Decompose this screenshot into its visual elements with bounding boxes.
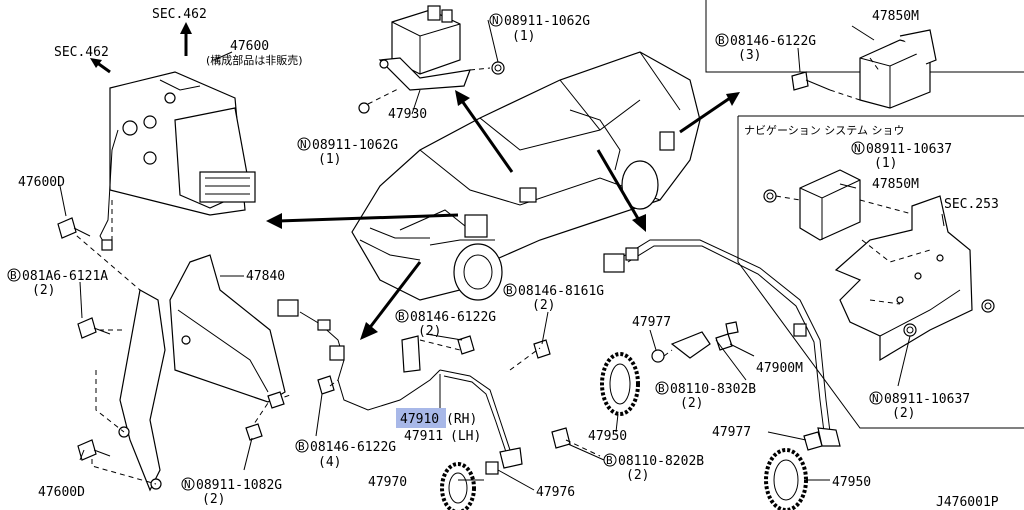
- svg-text:08911-1082G: 08911-1082G: [196, 478, 282, 493]
- svg-text:B: B: [718, 34, 725, 47]
- label-b08146-8161G: B 08146-8161G (2): [503, 283, 604, 313]
- label-47850M-top: 47850M: [872, 9, 919, 24]
- svg-text:B: B: [298, 440, 305, 453]
- label-47930: 47930: [388, 107, 427, 122]
- svg-text:(4): (4): [318, 455, 341, 470]
- label-n08911-1062G-top: N 08911-1062G (1): [489, 13, 590, 44]
- svg-text:08911-10637: 08911-10637: [884, 392, 970, 407]
- svg-text:(RH): (RH): [446, 412, 477, 427]
- label-47900M: 47900M: [756, 361, 803, 376]
- highlight-47910: [396, 408, 446, 428]
- svg-text:N: N: [300, 138, 307, 151]
- control-unit-47850M-top: [791, 29, 937, 109]
- svg-text:(2): (2): [202, 492, 225, 507]
- svg-text:(1): (1): [512, 29, 535, 44]
- svg-text:N: N: [492, 14, 499, 27]
- harness-47900M: [603, 239, 841, 447]
- label-sec253: SEC.253: [944, 197, 999, 212]
- tone-ring-47950-mid: [600, 352, 640, 416]
- label-b08146-6122G-top: B 08146-6122G (3): [715, 33, 816, 63]
- label-n08911-10637-bot: N 08911-10637 (2): [869, 391, 970, 421]
- label-47976: 47976: [536, 485, 575, 500]
- label-47950-mid: 47950: [588, 429, 627, 444]
- svg-text:47910: 47910: [400, 412, 439, 427]
- label-47600-note: (構成部品は非販売): [206, 53, 303, 67]
- svg-text:(2): (2): [626, 468, 649, 483]
- label-47950-bot: 47950: [832, 475, 871, 490]
- svg-text:081A6-6121A: 081A6-6121A: [22, 269, 108, 284]
- svg-text:B: B: [10, 269, 17, 282]
- label-47840: 47840: [246, 269, 285, 284]
- label-b08146-6122G-low: B 08146-6122G (4): [295, 439, 396, 470]
- svg-text:(3): (3): [738, 48, 761, 63]
- navi-unit-47850M: [763, 169, 995, 362]
- svg-text:(1): (1): [874, 156, 897, 171]
- label-47977-top: 47977: [632, 315, 671, 330]
- diagram-code: J476001P: [936, 495, 999, 510]
- svg-text:N: N: [184, 478, 191, 491]
- label-n08911-1062G-mid: N 08911-1062G (1): [297, 137, 398, 167]
- label-sec462-top: SEC.462: [152, 7, 207, 22]
- svg-text:08110-8302B: 08110-8302B: [670, 382, 756, 397]
- vehicle-outline: [351, 51, 701, 301]
- svg-text:N: N: [854, 142, 861, 155]
- label-47600D-bottom: 47600D: [38, 485, 85, 500]
- svg-text:08911-1062G: 08911-1062G: [504, 14, 590, 29]
- label-sec462-left: SEC.462: [54, 45, 109, 60]
- label-47910: 47910 (RH): [400, 412, 477, 427]
- tone-ring-47970: [440, 462, 476, 510]
- svg-text:B: B: [506, 284, 513, 297]
- svg-text:B: B: [658, 382, 665, 395]
- svg-text:N: N: [872, 392, 879, 405]
- bracket-47840: [118, 254, 286, 492]
- svg-text:08911-10637: 08911-10637: [866, 142, 952, 157]
- svg-text:08146-6122G: 08146-6122G: [310, 440, 396, 455]
- svg-text:(2): (2): [892, 406, 915, 421]
- label-47850M-mid: 47850M: [872, 177, 919, 192]
- label-b08110-8302B: B 08110-8302B (2): [655, 381, 756, 411]
- svg-text:(2): (2): [32, 283, 55, 298]
- svg-text:08110-8202B: 08110-8202B: [618, 454, 704, 469]
- svg-text:B: B: [606, 454, 613, 467]
- label-47911: 47911 (LH): [404, 429, 481, 444]
- rear-sensor: [651, 321, 823, 451]
- navi-section-title: ナビゲーション システム ショウ: [744, 124, 904, 137]
- direction-arrows: [90, 22, 740, 340]
- label-n08911-1082G: N 08911-1082G (2): [181, 477, 282, 507]
- svg-text:(2): (2): [680, 396, 703, 411]
- leader-lines: [59, 19, 945, 491]
- svg-text:08146-8161G: 08146-8161G: [518, 284, 604, 299]
- relay-47930: [358, 5, 505, 114]
- label-47600: 47600: [230, 39, 269, 54]
- svg-text:47911: 47911: [404, 429, 443, 444]
- tone-ring-47950-bot: [764, 448, 808, 510]
- label-b08146-6122G-mid: B 08146-6122G (2): [395, 309, 496, 339]
- svg-text:08911-1062G: 08911-1062G: [312, 138, 398, 153]
- front-sensor-harness: [277, 299, 601, 475]
- labels: SEC.462 SEC.462 47600 (構成部品は非販売) 47600D …: [7, 7, 999, 510]
- svg-text:(LH): (LH): [450, 429, 481, 444]
- svg-text:08146-6122G: 08146-6122G: [730, 34, 816, 49]
- label-n08911-10637-top: N 08911-10637 (1): [851, 141, 952, 171]
- label-b08110-8202B: B 08110-8202B (2): [603, 453, 704, 483]
- svg-text:08146-6122G: 08146-6122G: [410, 310, 496, 325]
- label-47600D-top: 47600D: [18, 175, 65, 190]
- label-47977-bot: 47977: [712, 425, 751, 440]
- abs-actuator: [99, 71, 256, 251]
- label-47970: 47970: [368, 475, 407, 490]
- svg-text:(2): (2): [418, 324, 441, 339]
- svg-text:(1): (1): [318, 152, 341, 167]
- svg-text:B: B: [398, 310, 405, 323]
- label-b081A6: B 081A6-6121A (2): [7, 268, 108, 298]
- svg-text:(2): (2): [532, 298, 555, 313]
